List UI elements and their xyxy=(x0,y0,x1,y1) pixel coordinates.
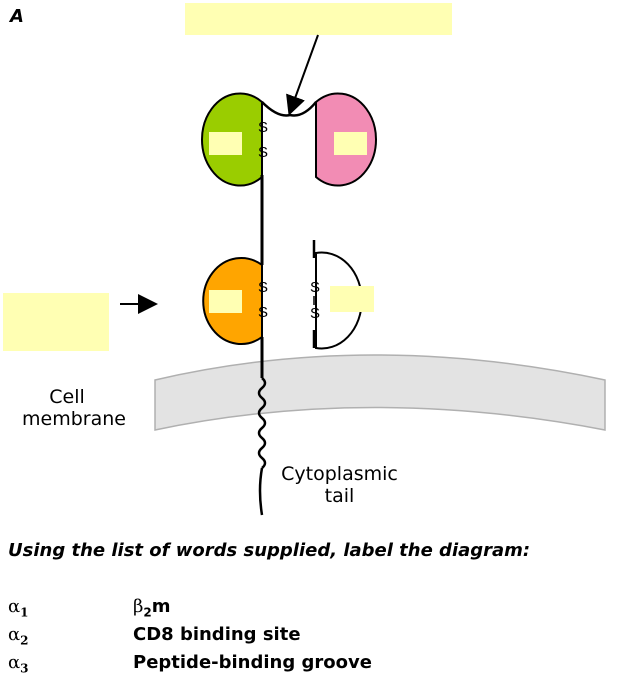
word-symbol: α2 xyxy=(8,624,29,648)
transmembrane-segment xyxy=(257,377,267,469)
cytoplasmic-tail-label-line1: Cytoplasmic xyxy=(281,463,398,485)
instruction-text: Using the list of words supplied, label … xyxy=(8,540,531,561)
word-list-item: α2 CD8 binding site xyxy=(8,624,301,648)
cell-membrane-label-line1: Cell xyxy=(49,386,85,408)
word-text: β2m xyxy=(133,596,171,620)
cytoplasmic-tail-label-line2: tail xyxy=(324,485,355,507)
label-box-orange xyxy=(209,290,242,313)
disulfide-s: S xyxy=(258,304,268,321)
disulfide-s: S xyxy=(258,119,268,136)
word-symbol: α3 xyxy=(8,652,29,676)
word-list-item: α1 β2m xyxy=(8,596,171,620)
disulfide-s: S xyxy=(258,279,268,296)
cell-membrane-label-line2: membrane xyxy=(22,408,126,430)
disulfide-s: S xyxy=(310,279,320,296)
word-symbol: α1 xyxy=(8,596,29,620)
cytoplasmic-tail-label: Cytoplasmic tail xyxy=(272,463,407,507)
disulfide-s: S xyxy=(310,305,320,322)
label-box-pink xyxy=(334,132,367,155)
groove-link xyxy=(261,101,317,117)
cytoplasmic-tail xyxy=(258,467,264,516)
label-box-left xyxy=(3,293,109,351)
label-box-top xyxy=(185,3,452,35)
word-text: Peptide-binding groove xyxy=(133,652,372,673)
panel-letter: A xyxy=(10,6,24,27)
cell-membrane-label: Cell membrane xyxy=(22,386,126,430)
word-text: CD8 binding site xyxy=(133,624,301,645)
label-box-white xyxy=(330,286,374,312)
cell-membrane xyxy=(154,354,606,431)
label-box-green xyxy=(209,132,242,155)
disulfide-s: S xyxy=(258,144,268,161)
arrow-to-groove xyxy=(286,34,319,116)
word-list-item: α3 Peptide-binding groove xyxy=(8,652,372,676)
